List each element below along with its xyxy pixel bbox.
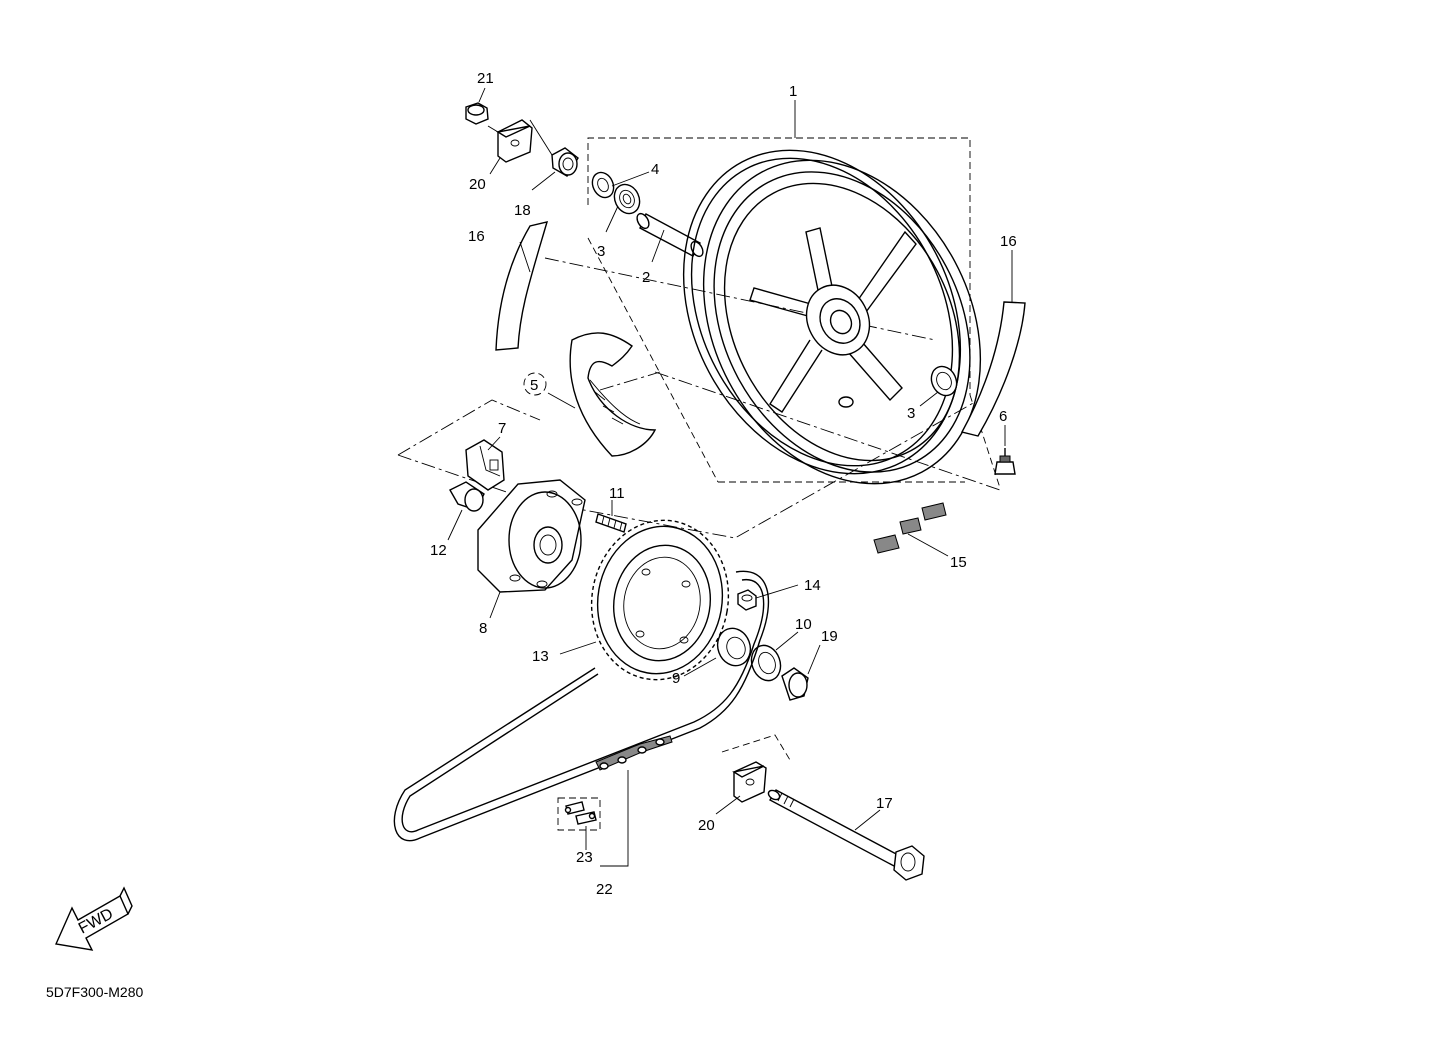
chain-adjuster-20-top bbox=[496, 119, 533, 163]
nut-14 bbox=[737, 589, 757, 611]
part-label-16-left: 16 bbox=[468, 228, 485, 245]
part-label-20-top: 20 bbox=[469, 176, 486, 193]
fwd-arrow-icon: FWD bbox=[54, 886, 133, 951]
part-label-14: 14 bbox=[804, 577, 821, 594]
part-label-5: 5 bbox=[530, 377, 538, 394]
part-label-20-bottom: 20 bbox=[698, 817, 715, 834]
part-label-21: 21 bbox=[477, 70, 494, 87]
hub-damper-5 bbox=[569, 332, 657, 457]
part-label-1: 1 bbox=[789, 83, 797, 100]
part-label-6: 6 bbox=[999, 408, 1007, 425]
wheel-axle-17 bbox=[767, 789, 925, 881]
chain-adjuster-20-bottom bbox=[732, 761, 767, 803]
collar-12 bbox=[449, 481, 485, 512]
part-label-11: 11 bbox=[609, 485, 625, 502]
part-label-19: 19 bbox=[821, 628, 838, 645]
part-label-9: 9 bbox=[672, 670, 680, 687]
part-label-13: 13 bbox=[532, 648, 549, 665]
collar-18 bbox=[551, 147, 579, 177]
part-label-3-bottom: 3 bbox=[907, 405, 915, 422]
part-label-12: 12 bbox=[430, 542, 447, 559]
bearing-3-top bbox=[613, 183, 641, 215]
oil-seal-10 bbox=[750, 644, 782, 682]
valve-6 bbox=[994, 448, 1016, 475]
leader-lines bbox=[447, 87, 1013, 867]
damper-block-7 bbox=[465, 439, 505, 491]
part-label-10: 10 bbox=[795, 616, 812, 633]
part-label-22: 22 bbox=[596, 881, 613, 898]
balance-weights-15 bbox=[873, 502, 947, 554]
bearing-9 bbox=[716, 627, 752, 667]
rim-tape-16-left bbox=[495, 221, 549, 351]
part-label-2: 2 bbox=[642, 269, 650, 286]
part-label-17: 17 bbox=[876, 795, 893, 812]
collar-19 bbox=[781, 667, 809, 701]
spacer-2 bbox=[636, 212, 704, 258]
stud-bolt-11 bbox=[595, 513, 627, 533]
oil-seal-4 bbox=[591, 171, 615, 199]
part-number-labels: 1 21 20 18 4 3 2 16 16 5 3 6 7 11 12 15 … bbox=[430, 70, 1017, 898]
part-label-16-right: 16 bbox=[1000, 233, 1017, 250]
part-label-15: 15 bbox=[950, 554, 967, 571]
rim-tape-16-right bbox=[960, 301, 1026, 437]
part-label-8: 8 bbox=[479, 620, 487, 637]
sprocket-hub-8 bbox=[477, 479, 586, 593]
sprocket-13 bbox=[590, 519, 730, 681]
part-label-3-top: 3 bbox=[597, 243, 605, 260]
part-label-7: 7 bbox=[498, 420, 506, 437]
part-label-23: 23 bbox=[576, 849, 593, 866]
cast-wheel-1 bbox=[682, 149, 982, 485]
nut-21 bbox=[465, 102, 489, 125]
part-label-5-circle bbox=[523, 372, 547, 396]
bearing-3-bottom bbox=[930, 365, 958, 397]
part-label-4: 4 bbox=[651, 161, 659, 178]
chain-joint-23 bbox=[564, 801, 597, 825]
drive-chain-22 bbox=[393, 570, 770, 842]
diagram-code: 5D7F300-M280 bbox=[46, 984, 144, 1000]
part-label-18: 18 bbox=[514, 202, 531, 219]
